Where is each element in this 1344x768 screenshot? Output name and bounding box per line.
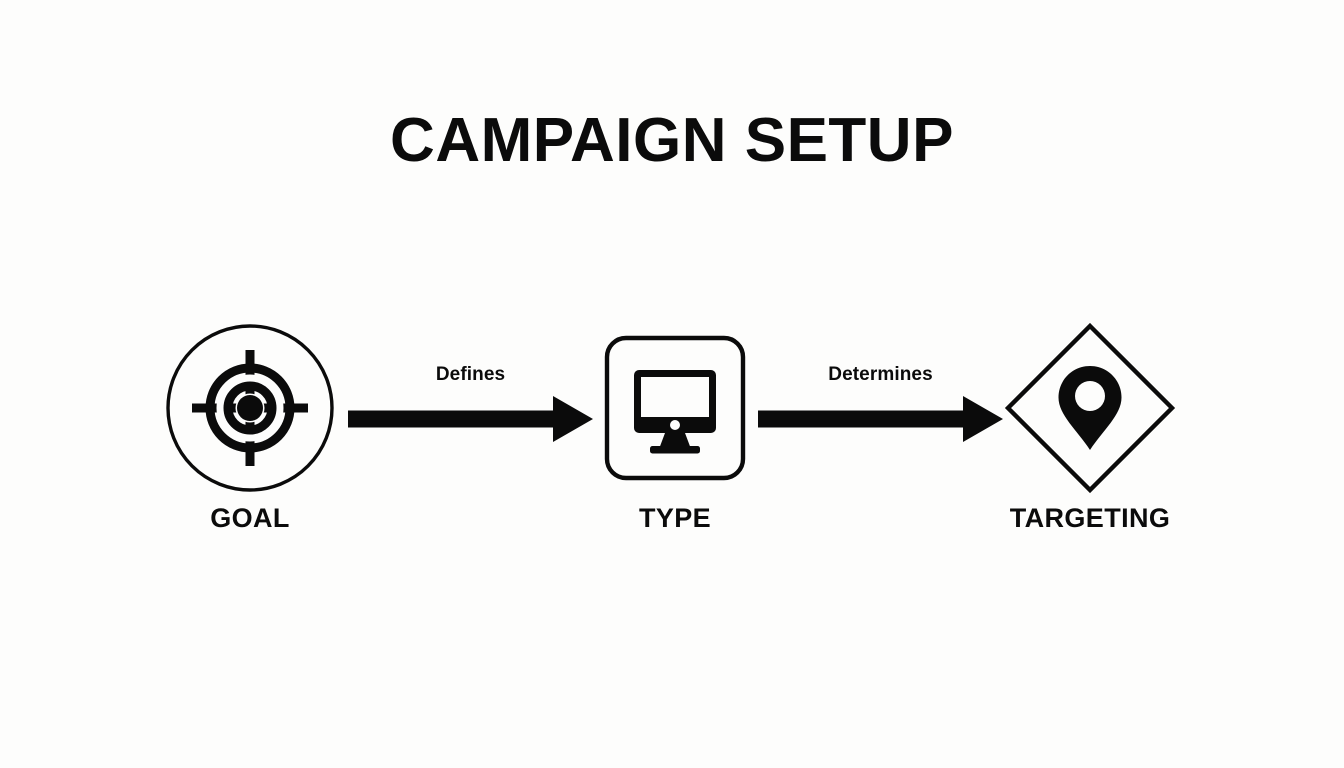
- node-shape-circle: [160, 318, 340, 498]
- map-pin-icon: [1058, 366, 1122, 450]
- flow-node-label-goal: GOAL: [210, 503, 290, 533]
- flow-connector-defines: Defines: [348, 364, 593, 474]
- flow-connector-determines: Determines: [758, 364, 1003, 474]
- arrow-right-icon: [348, 396, 593, 442]
- flow-row: GOAL Defines: [0, 318, 1344, 568]
- arrow-right-icon: [758, 396, 1003, 442]
- desktop-monitor-icon: [634, 370, 716, 454]
- flow-node-type[interactable]: TYPE: [585, 318, 765, 568]
- flow-node-targeting[interactable]: TARGETING: [1000, 318, 1180, 568]
- page-title: CAMPAIGN SETUP: [390, 106, 954, 175]
- flow-connector-label-defines: Defines: [435, 364, 506, 385]
- node-shape-rounded-square: [585, 318, 765, 498]
- flow-connector-label-determines: Determines: [828, 364, 933, 385]
- flow-node-label-targeting: TARGETING: [1009, 503, 1171, 533]
- node-shape-diamond: [1000, 318, 1180, 498]
- flow-node-label-type: TYPE: [638, 503, 712, 533]
- crosshair-target-icon: [192, 350, 308, 466]
- flow-node-goal[interactable]: GOAL: [160, 318, 340, 568]
